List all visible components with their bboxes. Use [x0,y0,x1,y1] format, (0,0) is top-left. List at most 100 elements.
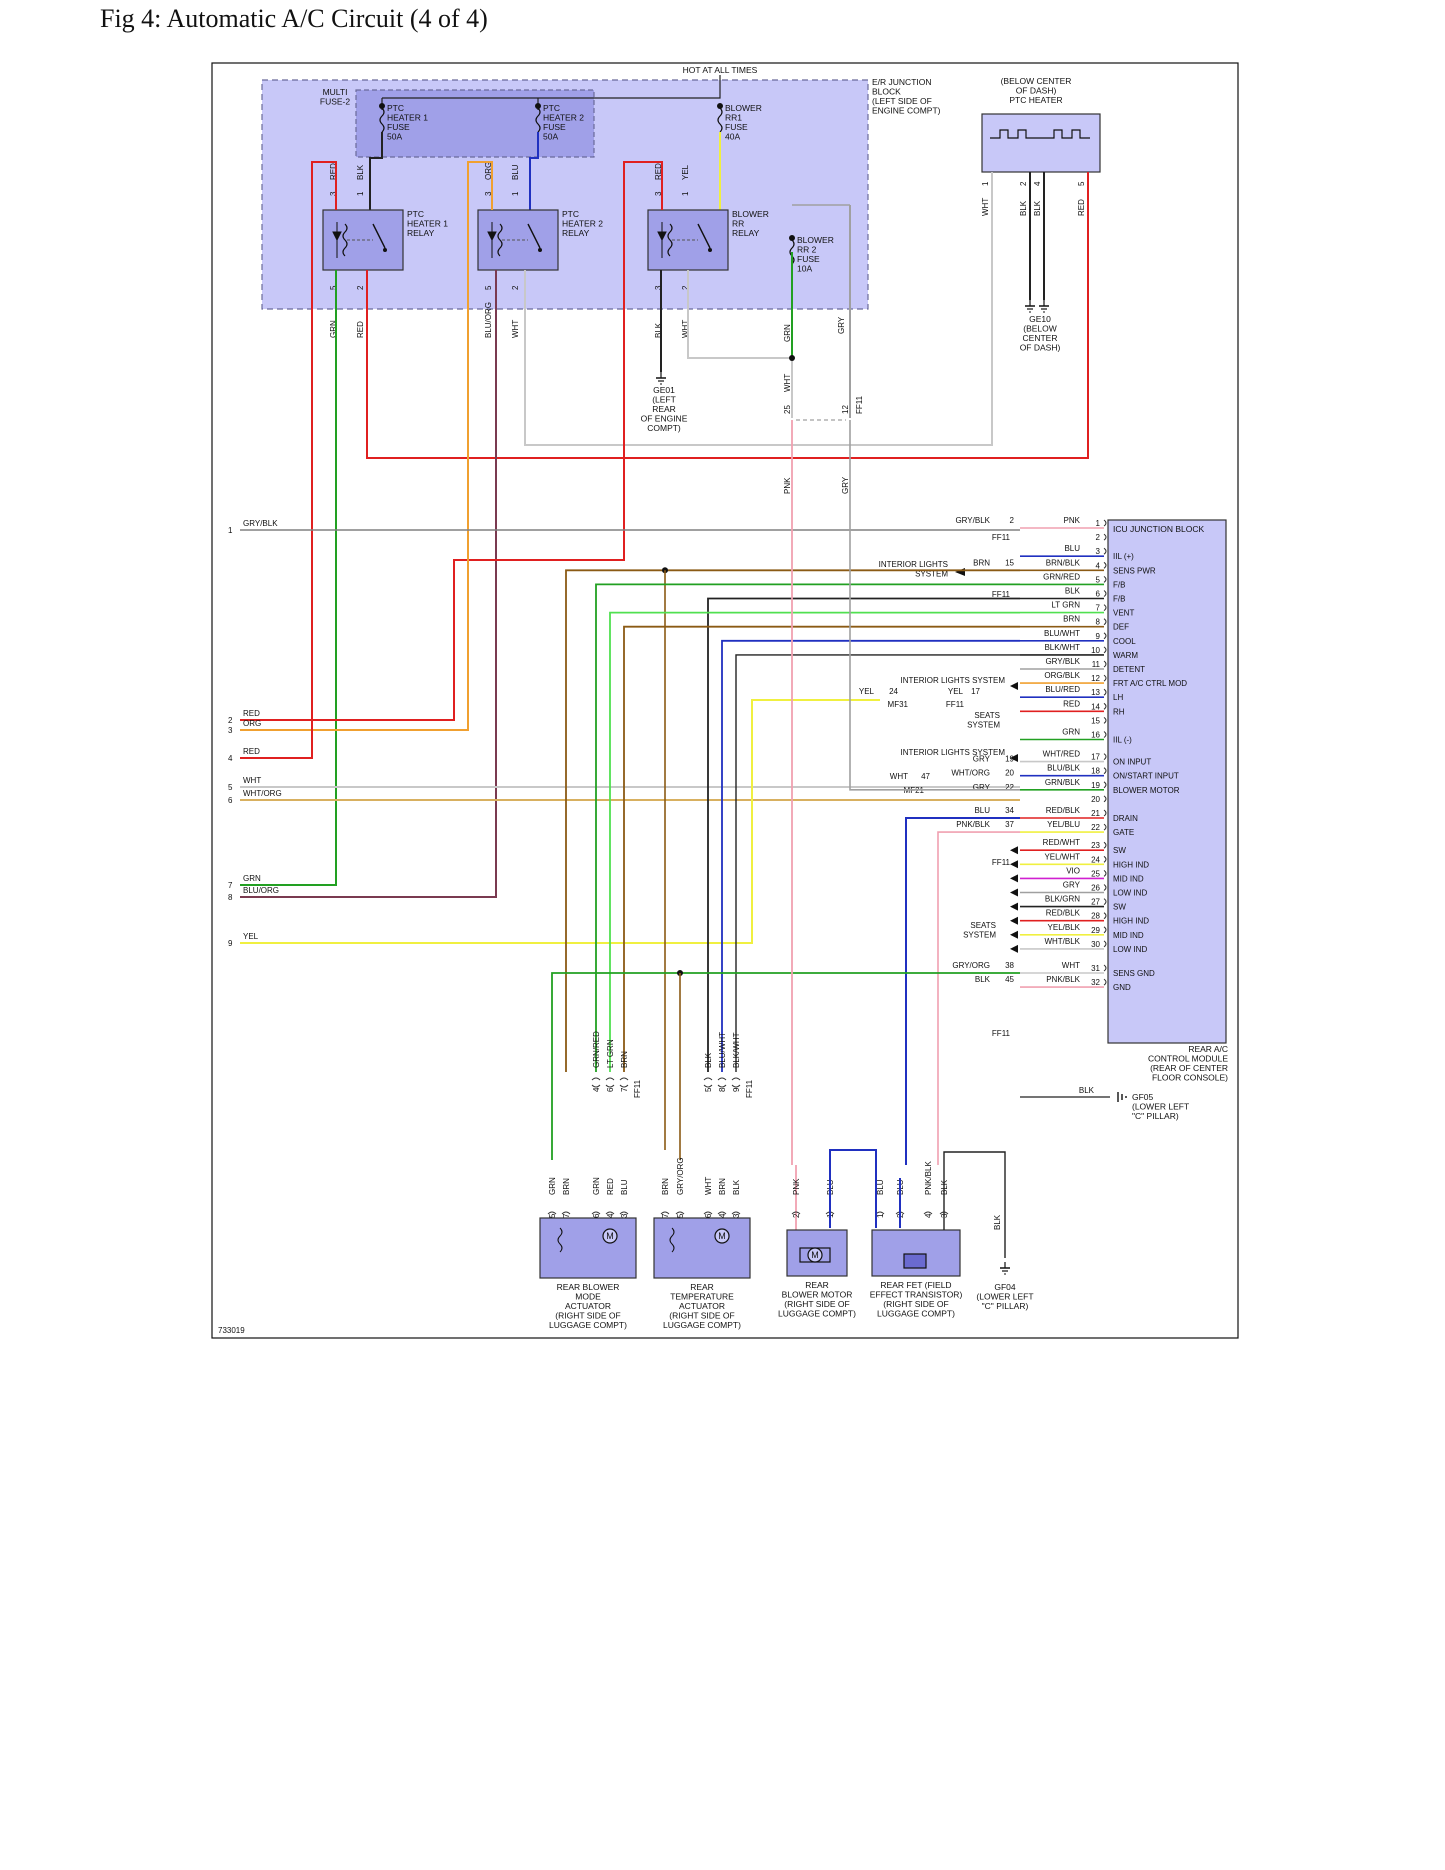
multi-fuse-label: MULTI [323,87,348,97]
module-pin-color: ORG/BLK [1044,671,1080,680]
module-pin-color: RED [1063,699,1080,708]
splice-dot [789,355,795,361]
component-wire-label: BLU [876,1179,885,1195]
module-pin-function: ON INPUT [1113,758,1151,767]
fuse-label: 10A [797,264,812,274]
module-pin-terminal [1103,823,1107,831]
junction-block-label: ENGINE COMPT) [872,106,941,116]
relay-pin: 3 [329,191,338,196]
relay-wire-label: RED [356,321,365,338]
module-pin-function: F/B [1113,595,1125,604]
module-pin-color: RED/BLK [1046,909,1081,918]
connector-label: FF11 [633,1079,642,1098]
relay-wire-label: BLU [511,164,520,180]
motor-letter: M [606,1231,614,1241]
component-terminal [923,1211,933,1215]
fuse-label: FUSE [725,122,748,132]
connector-wire-label: BLK [704,1052,713,1068]
ptc-wire-label: BLK [1019,200,1028,216]
left-pin-color: WHT [243,776,261,785]
fuse-node [717,103,723,109]
motor-symbol [602,1228,618,1244]
component-wire-label: RED [606,1178,615,1195]
arrow [1010,682,1018,690]
motor-letter: M [718,1231,726,1241]
connector-wire-label: LT GRN [606,1039,615,1068]
module-pin-number: 10 [1091,646,1100,655]
system-label: SEATS [974,711,1000,720]
module-pin-number: 17 [1091,753,1100,762]
fuse-node [789,235,795,241]
component-terminal [703,1211,713,1215]
module-pin-function: COOL [1113,637,1136,646]
left-pin-color: WHT/ORG [243,789,282,798]
ptc-heater-box [981,113,1101,173]
wire-blu [529,132,539,210]
ptc-heater-label: (BELOW CENTER [1001,76,1072,86]
system-label: SYSTEM [963,931,996,940]
component-pin: 4 [924,1213,933,1218]
module-pin-number: 20 [1091,795,1100,804]
module-pin-terminal [1103,604,1107,611]
module-pin-function: VENT [1113,609,1134,618]
wire-brn [565,569,1020,1072]
left-pin-number: 4 [228,754,233,763]
module-pin-function: DRAIN [1113,814,1138,823]
module-pin-terminal [1103,753,1107,760]
module-pin-terminal [1103,674,1107,682]
fuse-label: FUSE [387,122,410,132]
ff11-pin: 34 [1005,806,1014,815]
module-pin-number: 29 [1091,926,1100,935]
wire-blk [943,1151,1006,1258]
component-label: (RIGHT SIDE OF [784,1299,850,1309]
relay-pin: 2 [681,285,690,290]
component-label: REAR [690,1282,714,1292]
ground-label: (LEFT [652,395,676,405]
ground-label: (LOWER LEFT [1132,1102,1189,1112]
component-pin: 3 [732,1213,741,1218]
fuse-label: PTC [387,103,404,113]
relay-label: PTC [562,209,579,219]
module-header: ICU JUNCTION BLOCK [1113,524,1204,534]
ptc-wire-label: BLK [1033,200,1042,216]
wire-yel [240,699,880,944]
component-terminal [605,1211,615,1215]
left-pin-color: YEL [243,932,259,941]
module-pin-terminal [1103,688,1107,696]
ground-label: (LOWER LEFT [976,1292,1033,1302]
module-pin-color: BLK/GRN [1045,895,1080,904]
module-pin-function: HIGH IND [1113,860,1149,869]
control-module [1107,519,1227,1044]
relay-label: PTC [407,209,424,219]
wire-red [366,172,1089,459]
left-pin-number: 9 [228,939,233,948]
wire-gry [849,420,1020,791]
ground-label: GE01 [653,385,675,395]
component-pin: 6 [592,1213,601,1218]
relay-pin: 2 [356,285,365,290]
relay-wire-label: WHT [511,320,520,338]
relay-contact [708,248,712,252]
module-pin-number: 15 [1091,716,1100,725]
module-pin-function: LOW IND [1113,889,1147,898]
module-pin-number: 22 [1091,823,1100,832]
component-pin: 5 [548,1213,557,1218]
wire-blk [707,597,1020,1072]
ff11-wire-color: GRY [973,755,991,764]
ptc-pin: 1 [981,181,990,186]
module-pin-terminal [1103,717,1107,724]
ground-label: GF04 [994,1282,1016,1292]
motor-symbol [807,1247,823,1263]
ptc-pin: 5 [1077,181,1086,186]
module-pin-terminal [1103,841,1107,849]
module-pin-function: LOW IND [1113,945,1147,954]
motor-letter: M [811,1250,819,1260]
relay-pin: 1 [356,191,365,196]
wire-wht [687,270,792,359]
wire-blk [369,132,383,210]
component-terminal [717,1211,727,1215]
module-pin-function: HIGH IND [1113,917,1149,926]
relay-box [477,209,559,271]
wire-wht [524,172,993,446]
